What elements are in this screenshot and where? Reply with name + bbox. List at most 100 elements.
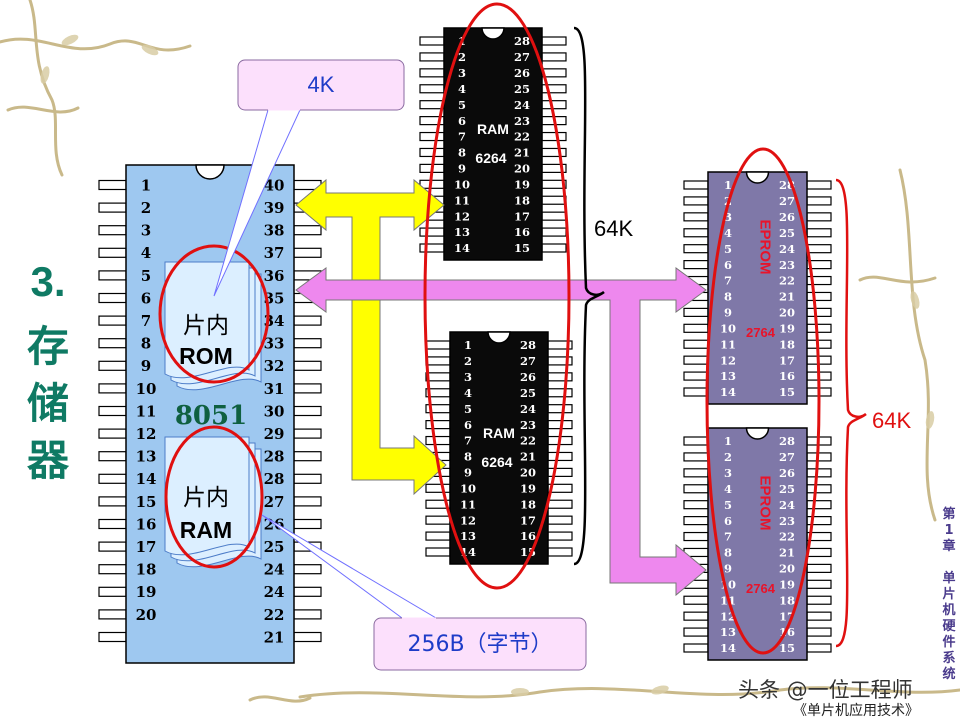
brace-ram-total	[573, 26, 605, 566]
bus-layer	[295, 178, 707, 597]
chip-pin	[419, 243, 445, 253]
pin-number: 12	[460, 513, 476, 527]
pin-number: 6	[458, 114, 466, 128]
chip-pin	[806, 244, 832, 254]
pin-number: 28	[520, 338, 536, 352]
chip-pin	[293, 383, 322, 394]
chip-pin	[98, 179, 127, 191]
chip-body	[449, 331, 549, 565]
pin-number: 2	[464, 354, 472, 368]
chip-pin	[806, 579, 832, 589]
eprom-chip-part: 2764	[746, 325, 776, 340]
pin-number: 2	[724, 450, 732, 464]
chip-pin	[98, 541, 127, 552]
chip-pin	[547, 499, 573, 509]
callout-rom-size-text: 4K	[308, 72, 335, 97]
chip-notch	[745, 171, 770, 184]
pin-number: 11	[720, 337, 736, 351]
internal-rom-label: ROM	[179, 343, 233, 369]
pink-address-bus-arrow	[295, 267, 707, 597]
pin-number: 11	[460, 497, 476, 511]
vine-decoration	[0, 0, 960, 703]
pin-number: 14	[136, 470, 157, 488]
pin-number: 15	[779, 641, 795, 655]
chip-pin	[293, 586, 322, 597]
chip-pin	[293, 496, 322, 507]
pin-number: 37	[264, 244, 285, 262]
chip-notch	[745, 427, 770, 440]
chip-pin	[98, 564, 127, 575]
chip-pin	[98, 405, 127, 417]
chip-pin	[541, 227, 567, 237]
pin-number: 23	[514, 114, 530, 128]
pin-number: 9	[464, 466, 472, 480]
pin-number: 7	[724, 274, 732, 288]
ram-chip-label: RAM	[477, 121, 509, 137]
chip-pin	[293, 564, 322, 575]
pin-number: 6	[724, 258, 732, 272]
pin-number: 13	[136, 448, 157, 466]
chip-pin	[683, 627, 709, 637]
chip-pin	[806, 627, 832, 637]
chip-pin	[98, 202, 127, 213]
pin-number: 32	[264, 357, 285, 375]
pin-number: 26	[779, 210, 795, 224]
chip-pin	[806, 547, 832, 558]
chip-pin	[541, 36, 567, 46]
pin-number: 8	[724, 290, 732, 304]
chapter-char: 机	[942, 603, 956, 618]
chip-pin	[293, 609, 322, 620]
pin-number: 10	[460, 481, 476, 495]
chip-pin	[419, 36, 445, 46]
pin-number: 5	[464, 402, 472, 416]
pin-number: 18	[779, 337, 795, 351]
pin-number: 16	[514, 225, 530, 239]
yellow-address-bus-arrow	[295, 178, 447, 496]
chip-notch	[481, 27, 505, 40]
chip-pin	[683, 643, 709, 653]
chip-pin	[547, 388, 573, 398]
pin-number: 22	[264, 606, 285, 624]
pin-number: 24	[514, 98, 530, 112]
pin-number: 7	[458, 130, 466, 144]
pin-number: 3	[464, 370, 472, 384]
highlight-ring-rom	[158, 244, 270, 384]
chip-pin	[547, 451, 573, 462]
pin-number: 27	[779, 194, 795, 208]
rom-doc-stack	[164, 261, 262, 391]
chapter-char: 硬	[942, 619, 956, 634]
pin-number: 12	[720, 353, 736, 367]
pin-number: 16	[779, 369, 795, 383]
pin-number: 25	[779, 226, 795, 240]
pin-number: 3	[724, 210, 732, 224]
pin-number: 31	[264, 380, 285, 398]
pin-number: 38	[264, 222, 285, 240]
pin-number: 4	[724, 226, 732, 240]
eprom-chip-part: 2764	[746, 581, 776, 596]
chip-pin	[425, 515, 451, 525]
pin-number: 21	[779, 546, 795, 560]
pin-number: 5	[458, 98, 466, 112]
chip-pin	[293, 360, 322, 371]
pin-number: 22	[520, 434, 536, 448]
chapter-char: 系	[942, 651, 956, 666]
chip-pin	[683, 484, 709, 494]
chip-pin	[806, 228, 832, 238]
pin-number: 28	[779, 434, 795, 448]
chip-pin	[293, 315, 322, 326]
chip-pin	[683, 595, 709, 605]
pin-number: 5	[724, 242, 732, 256]
chip-pin	[806, 291, 832, 302]
chip-pin	[419, 147, 445, 158]
ram-chip-part: 6264	[475, 150, 506, 166]
vine-leaves	[40, 34, 935, 696]
chip-pin	[98, 360, 127, 371]
chip-pin	[547, 531, 573, 541]
pin-number: 21	[264, 628, 285, 646]
pin-number: 8	[141, 335, 151, 353]
pin-number: 12	[136, 425, 157, 443]
chip-pin	[683, 196, 709, 206]
